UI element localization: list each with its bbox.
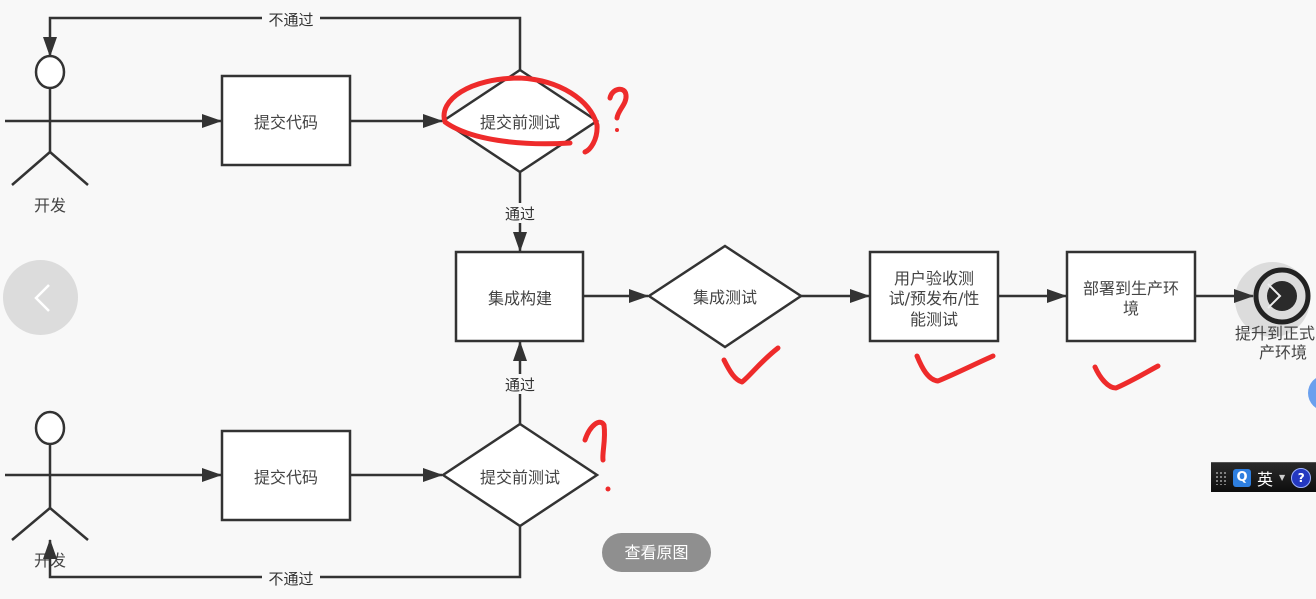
edge-label-bg — [262, 9, 320, 29]
actor-leg-right — [49, 507, 89, 541]
drag-grip-icon[interactable] — [1215, 470, 1227, 485]
node-commit-bottom-label: 提交代码 — [254, 468, 318, 487]
actor-leg-left — [11, 151, 51, 186]
check-mark-icon-uat — [914, 353, 996, 384]
check-mark-icon-itest — [721, 345, 781, 385]
ime-toolbar: Q 英 ▼ ? — [1211, 462, 1316, 492]
end-event-core — [1267, 281, 1297, 311]
edge-label-pass-top: 通过 — [505, 205, 535, 223]
help-icon[interactable]: ? — [1291, 467, 1312, 488]
node-uat[interactable] — [868, 250, 1000, 343]
node-promote-label-line2: 产环境 — [1259, 343, 1307, 362]
edge-label-fail-bottom: 不通过 — [268, 570, 313, 588]
chevron-left-icon — [34, 284, 50, 312]
end-event-ring — [1253, 267, 1311, 325]
edge-label-pass-bottom: 通过 — [505, 376, 535, 394]
red-annotations — [441, 75, 1161, 492]
edge-label-bg — [262, 568, 320, 588]
actor-leg-left — [11, 507, 51, 541]
question-mark-dot-bottom — [605, 486, 611, 492]
node-build-label: 集成构建 — [488, 289, 552, 308]
question-mark-dot-top — [615, 128, 619, 132]
caret-down-icon[interactable]: ▼ — [1279, 473, 1286, 482]
actor-head — [34, 410, 66, 446]
node-promote-end-event[interactable] — [1253, 267, 1311, 325]
actor-label-top: 开发 — [34, 196, 66, 215]
floating-assistant-button[interactable] — [1308, 375, 1316, 411]
check-mark-icon-deploy — [1092, 363, 1161, 391]
node-commit-top-label: 提交代码 — [254, 113, 318, 132]
node-pretest-bottom-label: 提交前测试 — [480, 468, 560, 487]
edge-label-bg — [500, 374, 540, 394]
ime-language-toggle[interactable]: 英 — [1257, 469, 1274, 489]
chevron-right-icon — [1267, 283, 1282, 309]
edge-label-fail-top: 不通过 — [268, 11, 313, 29]
node-commit-bottom[interactable] — [220, 429, 352, 522]
node-deploy-label-line2: 境 — [1123, 299, 1139, 318]
ime-logo-icon[interactable]: Q — [1233, 468, 1251, 487]
previous-image-button[interactable] — [3, 260, 78, 335]
node-build[interactable] — [454, 250, 585, 343]
edge-label-bg — [500, 203, 540, 223]
circle-annotation-pretest-top — [441, 75, 600, 155]
node-uat-label-line2: 试/预发布/性 — [889, 289, 980, 308]
node-itest[interactable] — [646, 244, 804, 349]
node-uat-label-line1: 用户验收测 — [894, 269, 974, 288]
actor-head — [34, 54, 66, 90]
node-uat-label-line3: 能测试 — [910, 310, 958, 329]
question-mark-icon-bottom — [582, 419, 608, 463]
node-deploy-label-line1: 部署到生产环 — [1083, 279, 1179, 298]
node-deploy[interactable] — [1065, 250, 1197, 343]
node-promote-label-line1: 提升到正式 — [1235, 324, 1315, 343]
question-mark-icon-top — [607, 86, 629, 121]
node-itest-label: 集成测试 — [693, 288, 757, 307]
actor-leg-right — [49, 151, 89, 186]
node-pretest-top-label: 提交前测试 — [480, 113, 560, 132]
view-original-button[interactable]: 查看原图 — [602, 533, 711, 572]
